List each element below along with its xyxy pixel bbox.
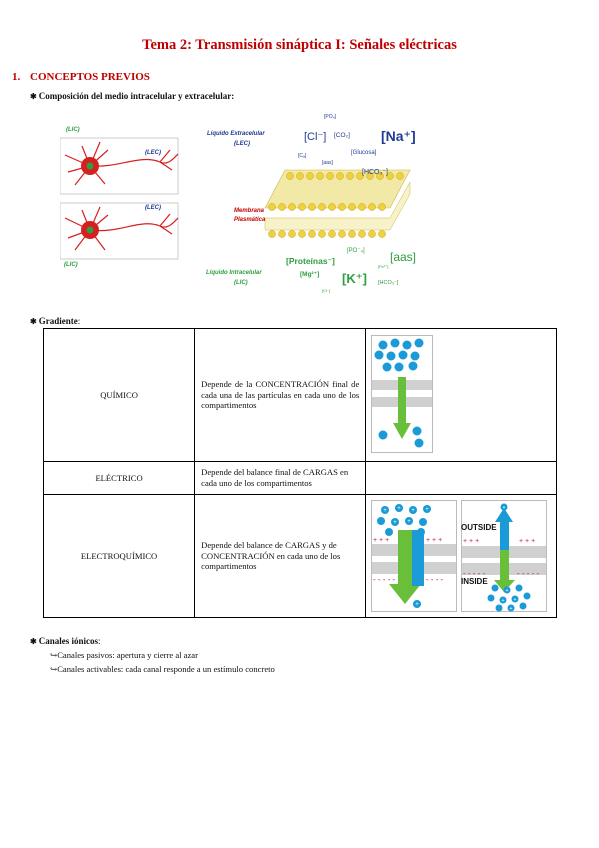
section-heading: 1. CONCEPTOS PREVIOS [12, 71, 150, 83]
bullet-gradient: ✱Gradiente: [30, 316, 80, 326]
membrane-bilayer [264, 169, 411, 238]
neuron-bottom-lic-label: (LIC) [64, 262, 78, 268]
plus-charges-text: + + + [463, 538, 479, 545]
ion-glucosa-extra: [Glucosa] [351, 150, 377, 156]
list-item: ↪Canales activables: cada canal responde… [50, 664, 275, 674]
neuron-image-bottom [59, 202, 179, 260]
minus-charges-text: - - - - - [463, 569, 486, 578]
list-item: ↪Canales pasivos: apertura y cierre al a… [50, 650, 198, 660]
neuron-bottom-lec-label: (LEC) [145, 205, 161, 211]
cation-plus-sign: + [394, 520, 398, 526]
electrochemical-diagram-cell: + + + + + + - - - - - - - - - - + [365, 494, 557, 618]
ion-hco3-intra: [HCO₃⁻] [378, 280, 399, 286]
minus-charges-text: - - - - - [421, 575, 444, 584]
ion-aas-extra: [aas] [322, 160, 333, 166]
cation-plus-sign: + [510, 606, 513, 612]
ion-c-extra: [Cₐ] [298, 153, 307, 159]
bullet-star-icon: ✱ [30, 317, 37, 326]
minus-charges-text: - - - - - [373, 575, 396, 584]
ion-fe-intra: [Fe²⁺] [378, 264, 389, 269]
cation-plus-sign: + [408, 519, 412, 525]
cation-plus-sign: + [412, 508, 416, 514]
membrane-plasmatic-label: Plasmática [234, 217, 266, 223]
table-row: ELECTROQUÍMICO Depende del balance de CA… [42, 494, 557, 618]
outside-label: OUTSIDE [461, 523, 497, 532]
ion-cl-extra: [Cl⁻] [304, 131, 327, 143]
ion-cl-intra: [Cl⁻] [322, 288, 331, 293]
ion-co2-extra: [CO₂] [334, 132, 350, 139]
composition-figure: (LIC) (LEC) (LEC) (LIC) Líquido Extracel… [59, 110, 440, 295]
chemical-gradient-diagram [371, 334, 434, 453]
plus-charges-text: + + + [373, 537, 389, 544]
bullet-star-icon: ✱ [30, 637, 37, 646]
bullet-gradient-colon: : [77, 316, 81, 326]
cation-plus-sign: + [502, 598, 505, 604]
cation-plus-sign: + [416, 602, 420, 608]
extracellular-label: Líquido Extracelular [207, 131, 265, 137]
intracellular-lic-label: (LIC) [234, 280, 248, 286]
extracellular-lec-label: (LEC) [234, 141, 250, 147]
gradient-name-cell: ELECTROQUÍMICO [42, 494, 196, 618]
electrochemical-diagram-left: + + + + + + - - - - - - - - - - + [371, 500, 458, 612]
electrochemical-diagrams: + + + + + + - - - - - - - - - - + [371, 500, 551, 612]
neuron-top-lic-label: (LIC) [66, 127, 80, 133]
electrical-gradient-diagram-cell [365, 461, 557, 495]
ion-k-intra: [K⁺] [342, 271, 367, 286]
gradient-name-cell: ELÉCTRICO [42, 461, 196, 495]
cation-plus-sign: + [384, 508, 388, 514]
neuron-image-top [59, 137, 179, 195]
page-title: Tema 2: Transmisión sináptica I: Señales… [142, 37, 457, 53]
composition-figure-svg [59, 137, 411, 260]
neuron-top-lec-label: (LEC) [145, 150, 161, 156]
cation-plus-sign: + [514, 597, 517, 603]
membrane-label: Membrana [234, 208, 265, 214]
gradient-name-cell: QUÍMICO [42, 328, 196, 462]
intracellular-label: Líquido Intracelular [206, 270, 262, 276]
plus-charges-text: + + + [519, 538, 535, 545]
ion-mg-intra: [Mg²⁺] [300, 271, 320, 278]
section-number: 1. [12, 71, 21, 83]
gradient-desc-cell: Depende de la CONCENTRACIÓN final de cad… [194, 328, 367, 462]
bullet-channels: ✱Canales iónicos: [30, 636, 100, 646]
minus-charges-text: - - - - - [517, 569, 540, 578]
table-row: QUÍMICO Depende de la CONCENTRACIÓN fina… [42, 328, 557, 462]
ion-po4-extra: [PO₄] [324, 114, 337, 120]
bullet-channels-text: Canales iónicos [38, 636, 98, 646]
gradient-desc-cell: Depende del balance de CARGAS y de CONCE… [194, 494, 367, 618]
ion-na-extra: [Na⁺] [381, 128, 416, 144]
plus-charges-text: + + + [426, 537, 442, 544]
inside-label: INSIDE [461, 577, 488, 586]
bullet-composition-text: Composición del medio intracelular y ext… [38, 91, 235, 101]
cation-plus-sign: + [506, 588, 509, 594]
gradient-desc-cell: Depende del balance final de CARGAS en c… [194, 461, 367, 495]
cation-plus-sign: + [503, 505, 506, 511]
section-title: CONCEPTOS PREVIOS [30, 71, 150, 83]
cation-plus-sign: + [426, 507, 430, 513]
ion-po4-intra: [PO⁻₄] [347, 248, 365, 254]
ion-aas-intra: [aas] [390, 250, 417, 264]
bullet-channels-colon: : [97, 636, 101, 646]
bullet-star-icon: ✱ [30, 92, 37, 101]
bullet-composition: ✱Composición del medio intracelular y ex… [30, 91, 234, 101]
ion-proteinas-intra: [Proteínas⁻] [286, 256, 335, 266]
chemical-gradient-diagram-cell [365, 328, 557, 462]
table-row: ELÉCTRICO Depende del balance final de C… [42, 461, 557, 495]
ion-hco3-extra: [HCO₃⁻] [362, 169, 388, 176]
gradient-table: QUÍMICO Depende de la CONCENTRACIÓN fina… [42, 328, 557, 618]
bullet-gradient-text: Gradiente [38, 316, 78, 326]
cation-plus-sign: + [398, 506, 402, 512]
electrochemical-diagram-right: OUTSIDE INSIDE + + + + + + - - - - - - -… [461, 500, 548, 612]
